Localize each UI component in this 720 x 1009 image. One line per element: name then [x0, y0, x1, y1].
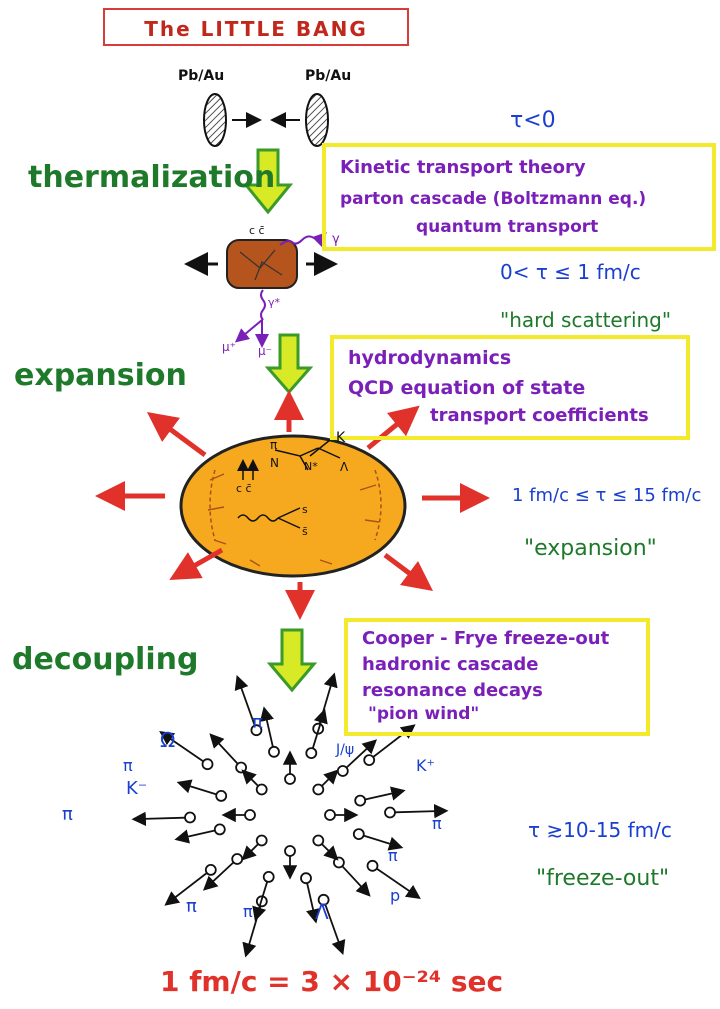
particle-label-k-minus: K⁻ — [126, 778, 147, 799]
freeze-out-hadron — [285, 846, 295, 856]
freeze-out-hadron — [338, 766, 348, 776]
freeze-out-hadron — [306, 748, 316, 758]
freeze-out-hadron — [264, 872, 274, 882]
label-N: N — [270, 456, 279, 470]
freeze-out-hadron — [354, 829, 364, 839]
freeze-out-hadron — [232, 854, 242, 864]
muon-plus-line — [238, 320, 262, 340]
freeze-out-momentum-arrow — [244, 772, 258, 786]
stage-label-expansion: expansion — [14, 358, 187, 393]
stage-arrow-3 — [270, 630, 314, 690]
particle-label-p: p — [390, 886, 400, 905]
nucleus-right-label: Pb/Au — [305, 68, 351, 84]
freeze-out-hadron — [325, 810, 335, 820]
freeze-out-momentum-arrow — [395, 811, 445, 812]
freeze-out-hadron — [245, 810, 255, 820]
particle-label-lambda-bar: Λ̄ — [315, 900, 329, 924]
box-kinetic-transport: Kinetic transport theory parton cascade … — [322, 143, 716, 251]
nucleus-left-label: Pb/Au — [178, 68, 224, 84]
box2-line-3: transport coefficients — [430, 405, 649, 426]
freeze-out-hadron — [185, 813, 195, 823]
box3-line-1: Cooper - Frye freeze-out — [362, 628, 609, 649]
freeze-out-hadron — [385, 808, 395, 818]
particle-label-pi-top: π — [252, 712, 263, 733]
freeze-out-hadron — [215, 824, 225, 834]
label-mu-plus: μ⁺ — [222, 340, 236, 354]
label-K-fireball: K — [336, 430, 345, 446]
freeze-out-momentum-arrow — [180, 783, 216, 794]
box1-line-1: Kinetic transport theory — [340, 157, 586, 178]
particle-label-pi-bottom1: π — [186, 896, 197, 917]
freeze-out-hadron — [355, 796, 365, 806]
label-gamma: γ — [332, 232, 340, 247]
freeze-out-hadron — [301, 873, 311, 883]
freeze-out-hadron — [269, 747, 279, 757]
freeze-out-momentum-arrow — [265, 710, 273, 747]
box1-line-2: parton cascade (Boltzmann eq.) — [340, 189, 646, 209]
time-label-4: τ ≳10-15 fm/c — [528, 818, 672, 842]
particle-label-pi-left2: π — [62, 804, 73, 825]
label-ccbar-top: c c̄ — [249, 224, 265, 237]
label-ccbar: c c̄ — [236, 482, 252, 495]
virtual-photon-line — [261, 290, 265, 320]
freeze-out-momentum-arrow — [365, 791, 402, 799]
particle-label-pi-left1: π — [123, 756, 133, 775]
freeze-out-momentum-arrow — [244, 844, 258, 858]
freeze-out-momentum-arrow — [322, 772, 336, 786]
particle-label-omega: Ω — [160, 728, 175, 752]
label-mu-minus: μ⁻ — [258, 344, 272, 358]
time-label-1: τ<0 — [510, 108, 556, 133]
freeze-out-hadron — [334, 858, 344, 868]
freeze-out-momentum-arrow — [178, 831, 215, 839]
quote-expansion: "expansion" — [524, 536, 657, 561]
box3-line-4: "pion wind" — [368, 704, 479, 724]
box3-line-2: hadronic cascade — [362, 654, 538, 675]
label-N-star: N* — [304, 460, 318, 473]
early-fireball — [227, 240, 297, 288]
quote-freeze-out: "freeze-out" — [536, 866, 669, 891]
label-s: s — [302, 503, 308, 516]
time-label-2: 0< τ ≤ 1 fm/c — [500, 260, 641, 284]
label-pi-fireball: π — [270, 438, 277, 452]
particle-label-pi-right2: π — [388, 846, 398, 865]
freeze-out-momentum-arrow — [322, 844, 336, 858]
box2-line-2: QCD equation of state — [348, 377, 585, 399]
freeze-out-momentum-arrow — [320, 676, 334, 724]
footer-conversion: 1 fm/c = 3 × 10⁻²⁴ sec — [160, 965, 503, 998]
box-freeze-out: Cooper - Frye freeze-out hadronic cascad… — [344, 618, 650, 736]
freeze-out-momentum-arrow — [342, 866, 368, 894]
stage-arrow-2 — [268, 335, 310, 392]
particle-label-k-plus: K⁺ — [416, 756, 435, 775]
box3-line-3: resonance decays — [362, 680, 543, 701]
particle-label-pi-bottom2: π — [243, 902, 253, 921]
freeze-out-momentum-arrow — [212, 736, 238, 764]
stage-label-decoupling: decoupling — [12, 642, 198, 677]
freeze-out-momentum-arrow — [135, 818, 185, 819]
freeze-out-hadron — [368, 861, 378, 871]
freeze-out-hadron — [206, 865, 216, 875]
label-Lambda: Λ — [340, 460, 348, 474]
box1-line-3: quantum transport — [416, 217, 598, 237]
label-sbar: s̄ — [302, 525, 308, 538]
particle-label-jpsi: J/ψ — [336, 742, 354, 758]
box-hydrodynamics: hydrodynamics QCD equation of state tran… — [330, 335, 690, 440]
label-gamma-star: γ* — [268, 296, 280, 309]
box2-line-1: hydrodynamics — [348, 347, 511, 369]
freeze-out-hadron — [364, 755, 374, 765]
quote-hard-scattering: "hard scattering" — [500, 308, 671, 332]
time-label-3: 1 fm/c ≤ τ ≤ 15 fm/c — [512, 485, 701, 506]
nucleus-left — [204, 94, 226, 146]
particle-label-pi-right1: π — [432, 814, 442, 833]
stage-label-thermalization: thermalization — [28, 160, 275, 195]
freeze-out-hadron — [285, 774, 295, 784]
freeze-out-hadron — [236, 763, 246, 773]
nucleus-right — [306, 94, 328, 146]
freeze-out-hadron — [203, 759, 213, 769]
freeze-out-hadron — [216, 791, 226, 801]
